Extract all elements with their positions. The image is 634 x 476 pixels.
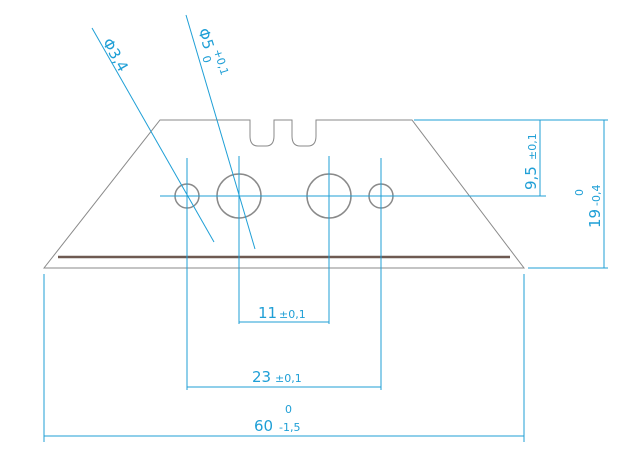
label-dim-9-5-group: 9,5 ±0,1 xyxy=(522,133,540,190)
label-dim-19-tol-upper: 0 xyxy=(573,189,586,196)
label-hole-small-diameter: Φ3,4 xyxy=(99,35,132,75)
label-hole-large-tol-upper: +0,1 xyxy=(211,47,231,76)
label-dim-9-5: 9,5 xyxy=(522,166,540,190)
leader-line-hole-small xyxy=(91,27,215,243)
leader-line-hole-large xyxy=(185,14,256,250)
label-dim-23: 23 xyxy=(252,368,271,386)
label-dim-11: 11 xyxy=(258,304,277,322)
label-hole-large-tol-lower: 0 xyxy=(199,54,213,64)
label-hole-large-diameter: Φ5 xyxy=(194,26,217,52)
label-dim-60-tol-lower: -1,5 xyxy=(279,421,300,434)
label-dim-23-tol: ±0,1 xyxy=(275,372,302,385)
label-dim-11-tol: ±0,1 xyxy=(279,308,306,321)
label-dim-60-tol-upper: 0 xyxy=(285,403,292,416)
label-dim-19: 19 xyxy=(586,209,604,228)
label-dim-19-group: 19 0 -0,4 xyxy=(573,185,604,228)
label-dim-9-5-tol: ±0,1 xyxy=(526,133,539,160)
label-dim-19-tol-lower: -0,4 xyxy=(590,185,603,206)
blade-outline xyxy=(42,119,526,269)
label-dim-60: 60 xyxy=(254,417,273,435)
